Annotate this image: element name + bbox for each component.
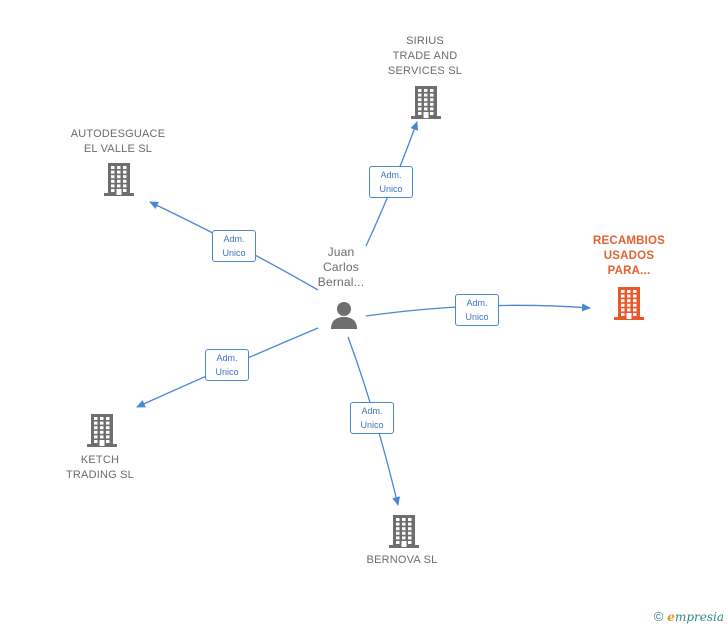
company-label-bernova[interactable]: BERNOVA SL	[366, 554, 438, 566]
edge-label-text: Adm. Unico	[222, 234, 246, 258]
building-icon-ketch[interactable]	[86, 413, 118, 447]
edge-label-text: Adm. Unico	[379, 170, 403, 194]
edge-label-text: Adm. Unico	[360, 406, 384, 430]
company-label-recambios[interactable]: RECAMBIOS USADOS PARA...	[592, 235, 666, 277]
edge-label-ketch[interactable]: Adm. Unico	[205, 349, 249, 381]
edge-label-text: Adm. Unico	[465, 298, 489, 322]
company-label-ketch[interactable]: KETCH TRADING SL	[65, 454, 134, 481]
company-label-autodesguace[interactable]: AUTODESGUACE EL VALLE SL	[70, 128, 166, 155]
edge-label-autodesguace[interactable]: Adm. Unico	[212, 230, 256, 262]
brand-logo: empresia	[667, 609, 724, 624]
footer-brand: © empresia	[654, 609, 724, 624]
building-icon-bernova[interactable]	[388, 514, 420, 548]
person-label[interactable]: Juan Carlos Bernal...	[317, 245, 365, 289]
copyright-symbol: ©	[653, 609, 664, 624]
person-icon[interactable]	[329, 300, 359, 330]
edge-label-sirius[interactable]: Adm. Unico	[369, 166, 413, 198]
edge-label-text: Adm. Unico	[215, 353, 239, 377]
building-icon-sirius[interactable]	[410, 85, 442, 119]
building-icon-recambios[interactable]	[613, 286, 645, 320]
company-label-sirius[interactable]: SIRIUS TRADE AND SERVICES SL	[387, 35, 463, 77]
edge-label-bernova[interactable]: Adm. Unico	[350, 402, 394, 434]
edge-label-recambios[interactable]: Adm. Unico	[455, 294, 499, 326]
building-icon-autodesguace[interactable]	[103, 162, 135, 196]
